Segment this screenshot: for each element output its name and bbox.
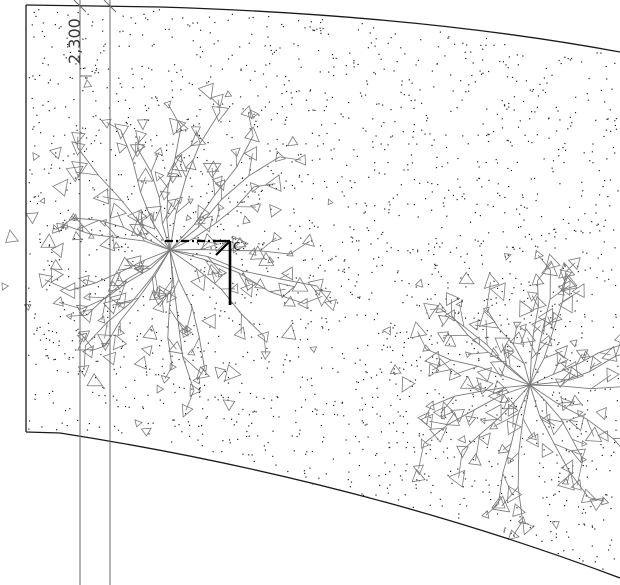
stipple-hatch (28, 9, 619, 570)
dimension-lines[interactable] (73, 0, 117, 585)
cursor-tail-char: c (233, 238, 241, 254)
dimension-tick (73, 0, 87, 13)
dimension-label: 2,300 (65, 18, 84, 64)
area-boundary-bottom[interactable] (25, 431, 620, 579)
tree-symbol-icon (382, 249, 620, 541)
tree-symbol-icon (1, 78, 337, 437)
area-boundary-top[interactable] (25, 4, 620, 53)
dimension-tick (103, 0, 117, 13)
ucs-cursor-icon (165, 239, 232, 305)
